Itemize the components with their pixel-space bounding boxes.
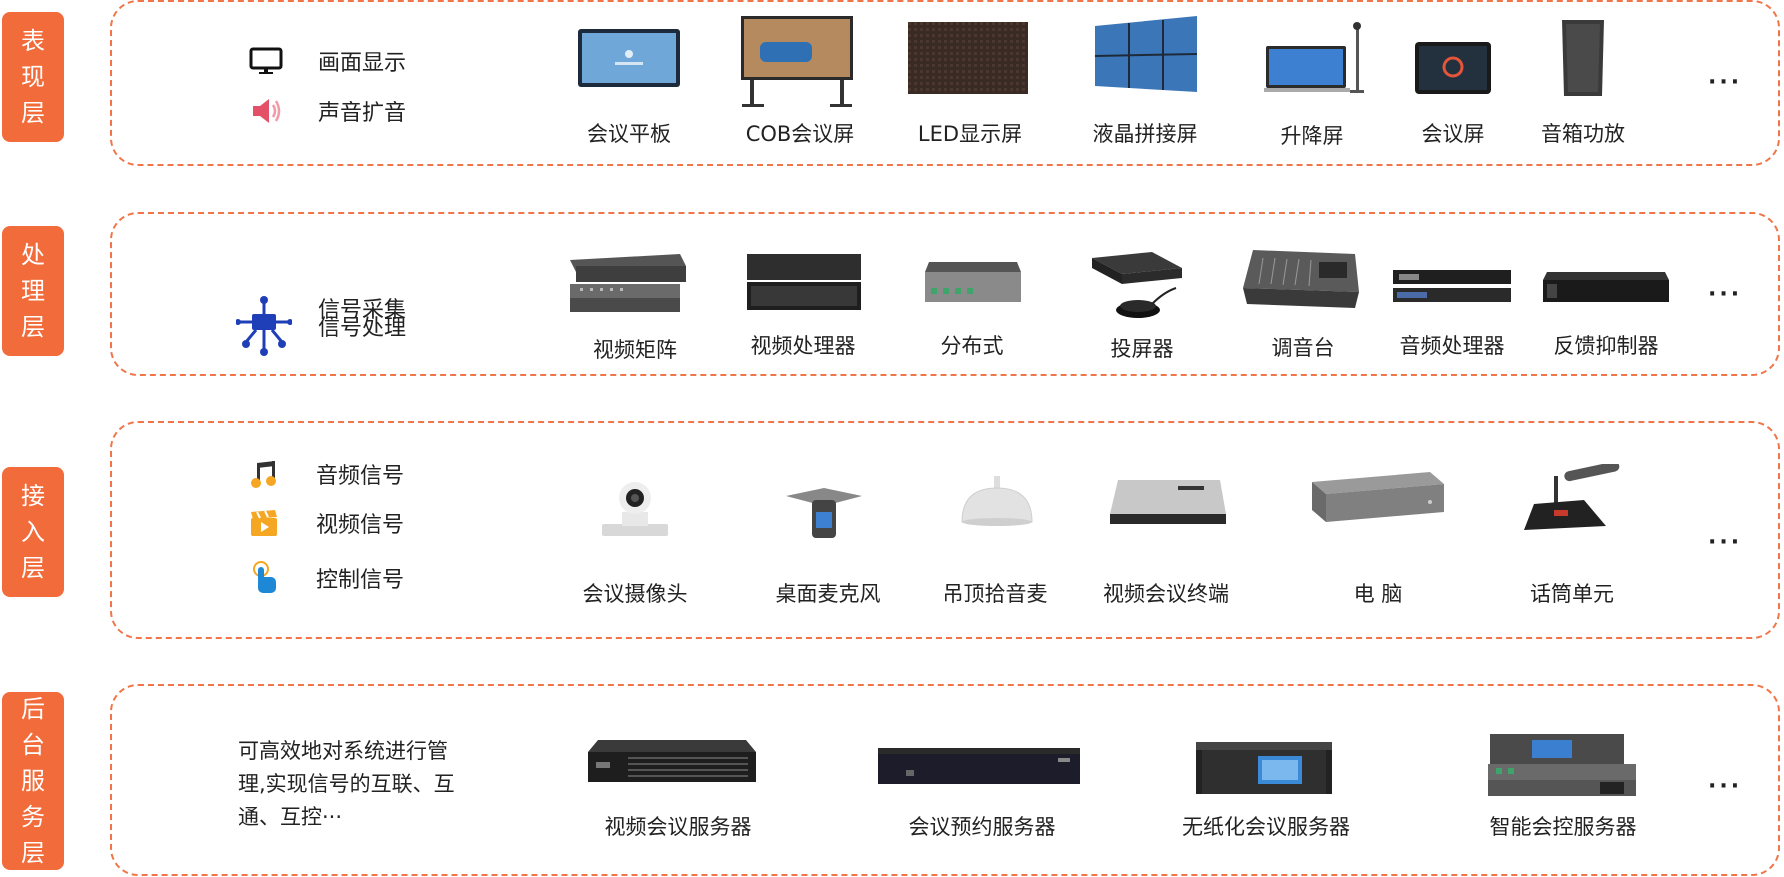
device-audio-processor [1393, 270, 1511, 314]
legend-signal-capture: 信号采集 [236, 260, 406, 356]
device-label: 投屏器 [1110, 337, 1174, 361]
device-label: 吊顶拾音麦 [942, 582, 1048, 606]
device-meeting-display [1415, 42, 1491, 98]
backend-frame [110, 684, 1780, 876]
device-video-processor [747, 254, 861, 316]
music-note-icon [246, 458, 282, 490]
more-indicator: ··· [1708, 530, 1743, 555]
device-ceiling-mic [958, 476, 1036, 530]
device-meeting-tablet [577, 28, 681, 94]
device-label: 液晶拼接屏 [1092, 122, 1198, 146]
device-label: 会议摄像头 [582, 582, 688, 606]
device-label: 会议屏 [1421, 122, 1485, 146]
touch-icon [246, 561, 282, 594]
device-paperless-server [1196, 742, 1332, 800]
device-label: 视频会议服务器 [604, 815, 752, 839]
more-indicator: ··· [1708, 70, 1743, 95]
device-label: 会议平板 [587, 122, 671, 146]
backend-description: 可高效地对系统进行管理,实现信号的互联、互通、互控··· [238, 739, 455, 829]
device-mixer [1243, 248, 1359, 316]
processing-frame [110, 212, 1780, 376]
device-label: 升降屏 [1280, 124, 1344, 148]
device-smart-control-server [1488, 734, 1636, 802]
device-label: 视频会议终端 [1103, 582, 1229, 606]
device-label: 电 脑 [1353, 582, 1403, 606]
device-cob-screen [740, 14, 854, 112]
device-desktop-mic [786, 486, 862, 546]
device-booking-server [878, 746, 1080, 790]
device-label: 会议预约服务器 [908, 815, 1056, 839]
device-distributed [925, 258, 1021, 308]
device-video-conference-server [588, 740, 756, 790]
device-computer [1310, 470, 1444, 532]
legend-signal-processing: 信号处理 [318, 316, 407, 341]
device-label: 调音台 [1271, 336, 1335, 360]
more-indicator: ··· [1708, 282, 1743, 307]
layer-tag-backend: 后台服务层 [2, 692, 64, 870]
device-label: COB会议屏 [745, 122, 855, 146]
legend-audio: 声音扩音 [248, 95, 406, 127]
device-screen-cast [1092, 248, 1186, 326]
more-indicator: ··· [1708, 774, 1743, 799]
device-label: 反馈抑制器 [1553, 334, 1659, 358]
video-clip-icon [246, 507, 282, 539]
device-video-wall [1093, 14, 1199, 98]
device-label: 智能会控服务器 [1489, 815, 1637, 839]
legend-display: 画面显示 [248, 45, 406, 77]
device-speaker-amp [1558, 18, 1608, 102]
legend-video-signal: 视频信号 [246, 507, 404, 539]
device-label: 桌面麦克风 [775, 582, 881, 606]
device-label: LED显示屏 [917, 122, 1023, 146]
device-feedback-suppressor [1543, 270, 1669, 310]
device-label: 分布式 [940, 334, 1004, 358]
device-label: 视频处理器 [750, 334, 856, 358]
device-label: 话筒单元 [1530, 582, 1614, 606]
access-frame [110, 421, 1780, 639]
legend-control-signal: 控制信号 [246, 561, 404, 594]
device-label: 音频处理器 [1399, 334, 1505, 358]
layer-tag-access: 接入层 [2, 467, 64, 597]
device-led-screen [908, 22, 1028, 98]
speaker-icon [248, 95, 284, 127]
device-label: 视频矩阵 [593, 338, 677, 362]
legend-audio-signal: 音频信号 [246, 458, 404, 490]
device-label: 音箱功放 [1541, 122, 1625, 146]
device-video-conference-terminal [1110, 478, 1226, 532]
device-label: 无纸化会议服务器 [1182, 815, 1350, 839]
device-mic-unit [1524, 461, 1620, 536]
device-conference-camera [600, 480, 670, 542]
layer-tag-processing: 处理层 [2, 226, 64, 356]
device-lift-screen [1264, 20, 1370, 98]
network-icon [236, 296, 292, 356]
monitor-icon [248, 45, 284, 77]
layer-tag-presentation: 表现层 [2, 12, 64, 142]
device-video-matrix [570, 250, 686, 318]
presentation-frame [110, 0, 1780, 166]
